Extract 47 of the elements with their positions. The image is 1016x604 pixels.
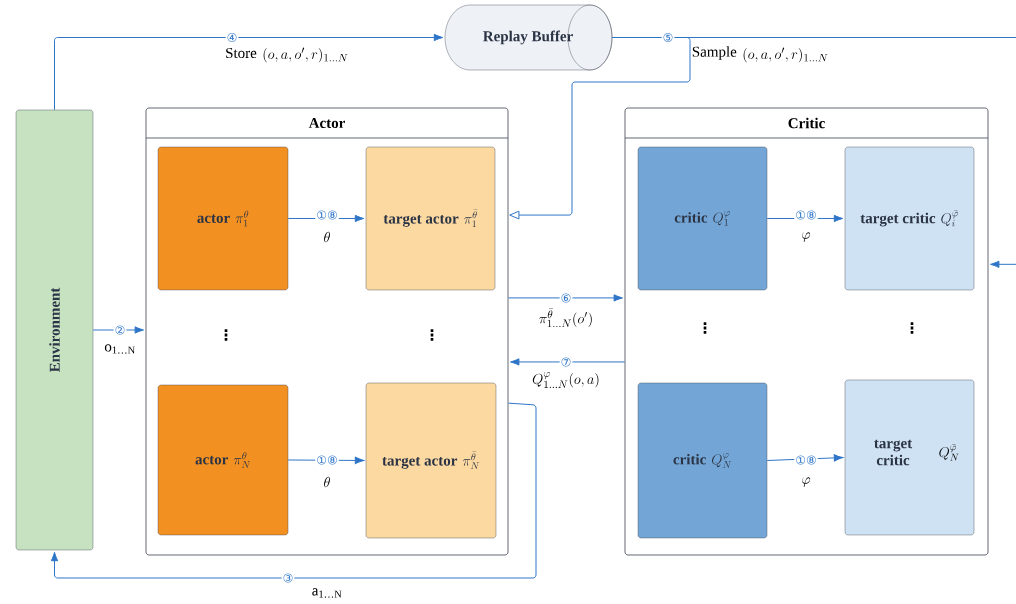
arrow xyxy=(54,33,444,111)
arrow xyxy=(50,402,537,579)
formula-label: $\theta$ xyxy=(324,476,330,488)
arrow xyxy=(92,326,144,334)
process-box: actor $\pi^{\theta}_{N}$ xyxy=(157,384,289,536)
process-box: target critic $Q^{\bar{\varphi}}_{N}$ xyxy=(844,379,975,536)
arrow xyxy=(766,454,844,462)
environment-box: Environment xyxy=(15,109,94,551)
edge-label: ①⑧ xyxy=(315,454,339,466)
process-box: target actor $\pi^{\bar{\theta}}_{1}$ xyxy=(365,146,496,291)
process-box: critic $Q^{\varphi}_{N}$ xyxy=(637,382,768,539)
formula-label: $(o,a,o',r)_{1\ldots N}$ xyxy=(743,47,828,63)
arrow xyxy=(287,456,365,465)
text-label: Store xyxy=(226,47,257,59)
formula-label: $\pi^{\bar{\theta}}_{1\ldots N}(o')$ xyxy=(539,308,592,328)
edge-label: ①⑧ xyxy=(794,454,818,466)
edge-label: ④ xyxy=(225,32,239,43)
arrow xyxy=(509,37,691,220)
process-box: critic $Q^{\varphi}_{1}$ xyxy=(637,146,768,291)
ellipsis-mark: ⋮ xyxy=(703,322,707,334)
process-box: target actor $\pi^{\bar{\theta}}_{N}$ xyxy=(365,382,497,539)
edge-label: ①⑧ xyxy=(794,209,818,221)
formula-label: $\varphi$ xyxy=(802,232,811,242)
ellipsis-mark: ⋮ xyxy=(224,329,228,341)
text-label: o$_{1…N}$ xyxy=(104,344,135,354)
arrow xyxy=(766,214,844,223)
edge-label: ③ xyxy=(281,572,295,584)
arrow xyxy=(507,294,623,302)
formula-label: $Q^{\varphi}_{1\ldots N}(o,a)$ xyxy=(532,371,599,388)
process-box: actor $\pi^{\theta}_{1}$ xyxy=(157,146,289,291)
edge-label: ①⑧ xyxy=(315,209,339,221)
process-box: target critic $Q^{\bar{\varphi}}_{i}$ xyxy=(844,146,975,291)
formula-label: $\varphi$ xyxy=(802,477,811,487)
text-label: Sample xyxy=(692,46,737,60)
text-label: a$_{1…N}$ xyxy=(312,588,342,598)
edge-label: ⑤ xyxy=(661,32,675,43)
ellipsis-mark: ⋮ xyxy=(910,322,914,334)
arrow xyxy=(510,358,626,366)
ellipsis-mark: ⋮ xyxy=(430,329,434,341)
replay-buffer-cylinder: Replay Buffer xyxy=(444,4,613,71)
edge-label: ⑥ xyxy=(559,292,573,304)
arrow xyxy=(611,37,1016,268)
formula-label: $\theta$ xyxy=(324,231,330,243)
edge-label: ② xyxy=(113,324,127,336)
formula-label: $(o,a,o',r)_{1\ldots N}$ xyxy=(263,47,348,63)
edge-label: ⑦ xyxy=(559,356,573,368)
arrow xyxy=(287,214,365,223)
